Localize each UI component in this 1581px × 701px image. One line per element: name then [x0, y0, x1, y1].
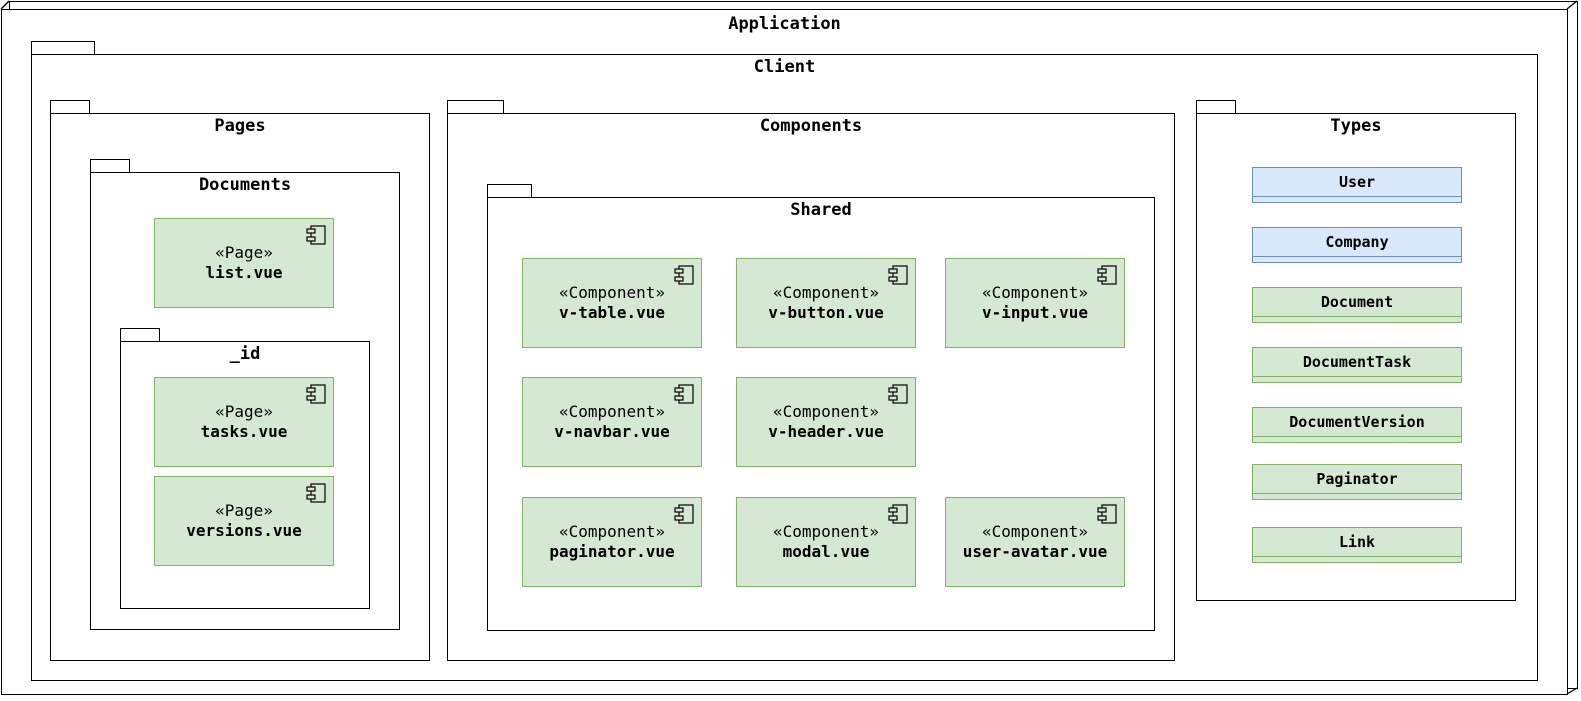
component-name: paginator.vue: [549, 542, 675, 561]
component-name: v-navbar.vue: [554, 422, 670, 441]
stereotype-label: «Component»: [559, 402, 665, 421]
id-package-tab: [120, 328, 160, 342]
stereotype-label: «Page»: [215, 402, 273, 421]
page-tasks-vue[interactable]: «Page» tasks.vue: [154, 377, 334, 467]
type-name: Link: [1338, 533, 1376, 551]
stereotype-label: «Component»: [773, 522, 879, 541]
stereotype-label: «Page»: [215, 243, 273, 262]
stereotype-label: «Component»: [982, 283, 1088, 302]
pages-title: Pages: [214, 116, 266, 136]
stereotype-label: «Component»: [773, 283, 879, 302]
stereotype-label: «Component»: [773, 402, 879, 421]
component-v-button-vue[interactable]: «Component» v-button.vue: [736, 258, 916, 348]
type-divider: [1253, 376, 1461, 377]
shared-package-tab: [487, 184, 532, 198]
stereotype-label: «Page»: [215, 501, 273, 520]
uml-component-icon: [1097, 504, 1117, 524]
uml-component-icon: [674, 384, 694, 404]
component-v-navbar-vue[interactable]: «Component» v-navbar.vue: [522, 377, 702, 467]
types-package-tab: [1196, 100, 1236, 114]
stereotype-label: «Component»: [559, 522, 665, 541]
component-name: v-table.vue: [559, 303, 665, 322]
page-versions-vue[interactable]: «Page» versions.vue: [154, 476, 334, 566]
uml-component-icon: [888, 504, 908, 524]
component-paginator-vue[interactable]: «Component» paginator.vue: [522, 497, 702, 587]
uml-component-icon: [674, 265, 694, 285]
shared-title: Shared: [790, 200, 852, 220]
component-modal-vue[interactable]: «Component» modal.vue: [736, 497, 916, 587]
pages-package-tab: [50, 100, 90, 114]
type-name: DocumentTask: [1302, 353, 1412, 371]
components-title: Components: [759, 116, 863, 136]
component-name: list.vue: [205, 263, 283, 282]
id-title: _id: [229, 344, 261, 364]
type-name: Company: [1325, 233, 1389, 251]
component-v-header-vue[interactable]: «Component» v-header.vue: [736, 377, 916, 467]
type-name: Document: [1320, 293, 1394, 311]
types-title: Types: [1330, 116, 1382, 136]
uml-component-icon: [306, 384, 326, 404]
type-link[interactable]: Link: [1252, 527, 1462, 563]
type-name: User: [1338, 173, 1376, 191]
documents-title: Documents: [198, 175, 292, 195]
uml-component-icon: [306, 225, 326, 245]
application-title: Application: [728, 14, 841, 34]
component-name: user-avatar.vue: [962, 542, 1108, 561]
uml-component-icon: [888, 384, 908, 404]
type-paginator[interactable]: Paginator: [1252, 464, 1462, 500]
uml-component-icon: [1097, 265, 1117, 285]
component-name: versions.vue: [186, 521, 302, 540]
stereotype-label: «Component»: [982, 522, 1088, 541]
type-company[interactable]: Company: [1252, 227, 1462, 263]
type-name: DocumentVersion: [1289, 413, 1425, 431]
component-name: v-header.vue: [768, 422, 884, 441]
type-documentversion[interactable]: DocumentVersion: [1252, 407, 1462, 443]
type-divider: [1253, 256, 1461, 257]
components-package-tab: [447, 100, 504, 114]
client-package-tab: [31, 41, 95, 55]
component-name: modal.vue: [782, 542, 870, 561]
type-divider: [1253, 316, 1461, 317]
component-name: v-button.vue: [768, 303, 884, 322]
type-name: Paginator: [1316, 470, 1398, 488]
page-list-vue[interactable]: «Page» list.vue: [154, 218, 334, 308]
component-v-table-vue[interactable]: «Component» v-table.vue: [522, 258, 702, 348]
type-document[interactable]: Document: [1252, 287, 1462, 323]
component-name: v-input.vue: [982, 303, 1088, 322]
type-divider: [1253, 196, 1461, 197]
documents-package-tab: [90, 159, 130, 173]
uml-component-icon: [888, 265, 908, 285]
uml-component-icon: [674, 504, 694, 524]
component-name: tasks.vue: [200, 422, 288, 441]
stereotype-label: «Component»: [559, 283, 665, 302]
type-divider: [1253, 556, 1461, 557]
type-documenttask[interactable]: DocumentTask: [1252, 347, 1462, 383]
type-divider: [1253, 436, 1461, 437]
component-user-avatar-vue[interactable]: «Component» user-avatar.vue: [945, 497, 1125, 587]
client-title: Client: [753, 57, 816, 77]
type-divider: [1253, 493, 1461, 494]
uml-component-icon: [306, 483, 326, 503]
type-user[interactable]: User: [1252, 167, 1462, 203]
component-v-input-vue[interactable]: «Component» v-input.vue: [945, 258, 1125, 348]
